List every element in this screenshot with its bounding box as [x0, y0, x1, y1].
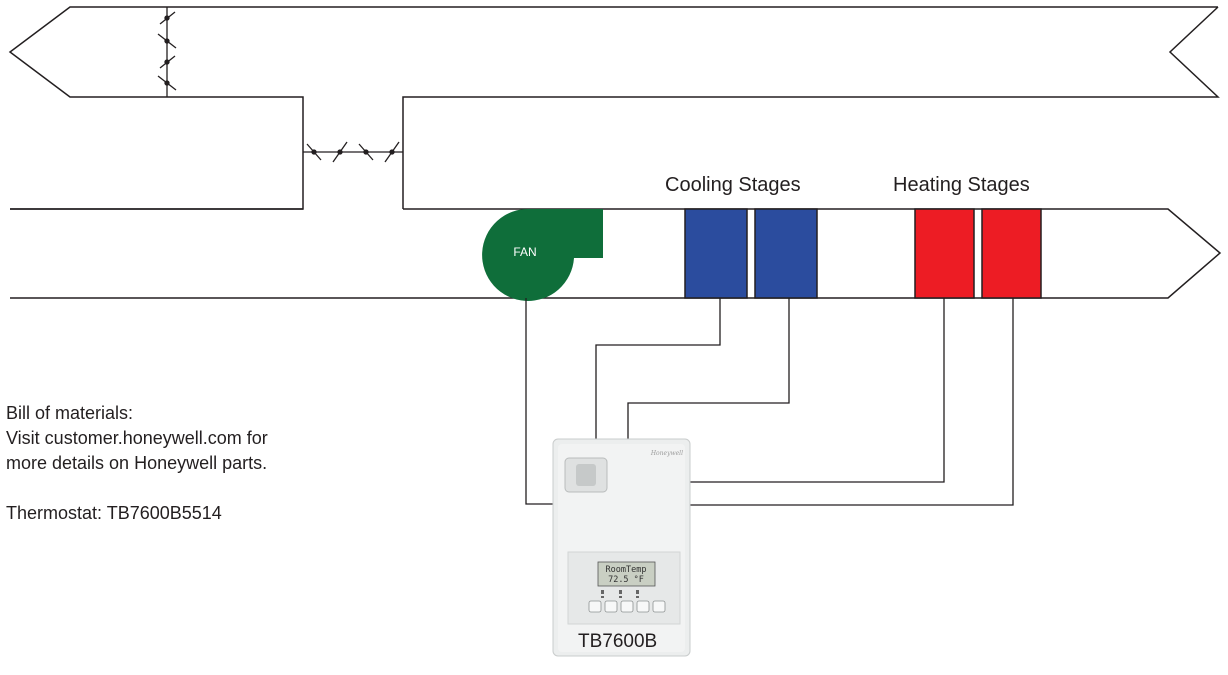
thermostat-button-1[interactable] [588, 600, 602, 613]
wire-heating-1 [688, 298, 945, 483]
thermostat-device: Honeywell RoomTemp 72.5 °F [552, 438, 691, 657]
cooling-coils [684, 208, 818, 299]
notes-line-2: Visit customer.honeywell.com for [6, 428, 268, 448]
fan-icon: FAN [482, 208, 603, 301]
cooling-stage-1 [684, 208, 748, 299]
heating-stage-1 [914, 208, 975, 299]
wire-cooling-2 [627, 298, 790, 440]
bill-of-materials-notes: Bill of materials: Visit customer.honeyw… [6, 401, 268, 526]
heating-stage-2 [981, 208, 1042, 299]
thermostat-button-4[interactable] [636, 600, 650, 613]
thermostat-button-5[interactable] [652, 600, 666, 613]
cooling-stages-label: Cooling Stages [665, 174, 801, 196]
thermostat-button-2[interactable] [604, 600, 618, 613]
notes-line-3: more details on Honeywell parts. [6, 453, 268, 473]
cooling-stage-2 [754, 208, 818, 299]
heating-stages-label: Heating Stages [893, 174, 1030, 196]
thermostat-model: Thermostat: TB7600B5514 [6, 503, 222, 523]
brand-logo: Honeywell [650, 450, 683, 457]
display-line-2: 72.5 °F [608, 575, 644, 585]
return-damper-vertical [157, 7, 177, 97]
device-name-label: TB7600B [578, 631, 658, 652]
wire-cooling-1 [595, 298, 721, 440]
return-air-duct [8, 6, 1220, 210]
mixing-damper-horizontal [303, 141, 403, 163]
thermostat-button-3[interactable] [620, 600, 634, 613]
thermostat-display [597, 561, 656, 587]
notes-line-1: Bill of materials: [6, 403, 134, 423]
wire-heating-2 [688, 298, 1014, 506]
fan-label: FAN [513, 245, 536, 259]
display-line-1: RoomTemp [606, 565, 647, 575]
heating-coils [914, 208, 1042, 299]
